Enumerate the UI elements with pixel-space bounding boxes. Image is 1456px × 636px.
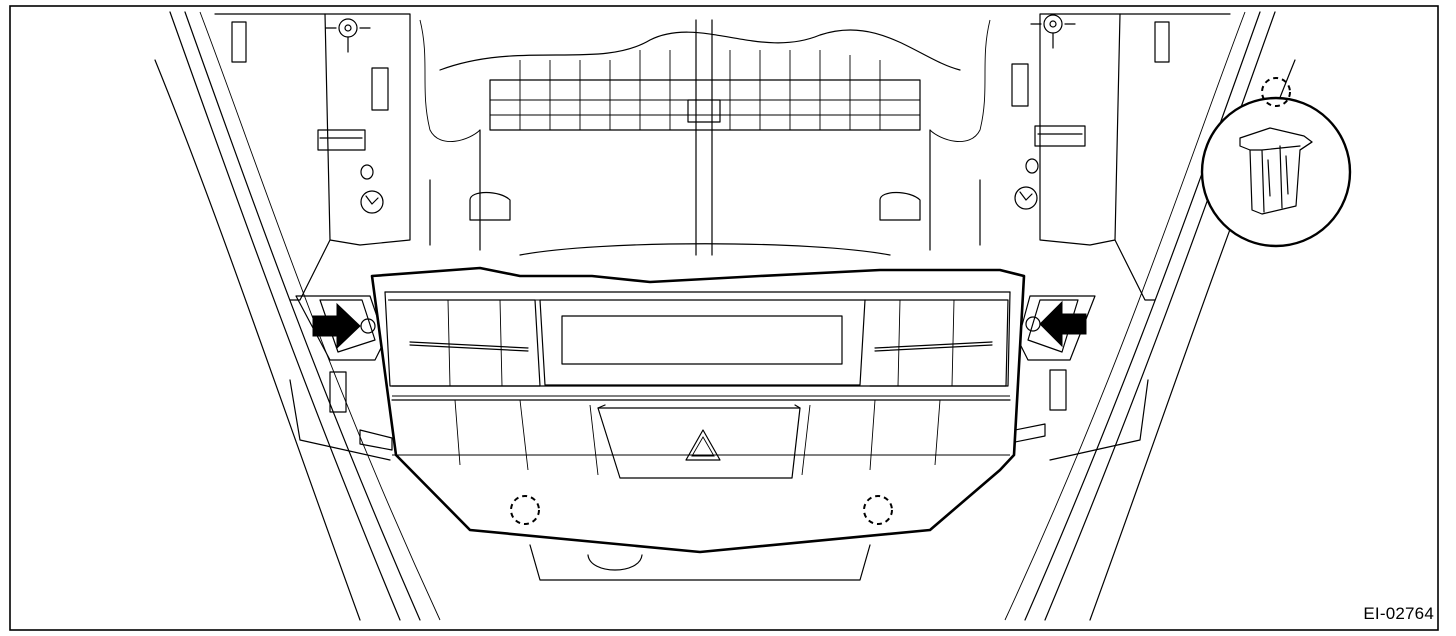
hidden-clip-right <box>863 495 893 525</box>
clip-location-marker <box>1261 77 1291 107</box>
figure-id-label: EI-02764 <box>1363 604 1434 623</box>
clip-icon <box>1239 127 1313 215</box>
control-panel <box>370 266 1026 581</box>
vent-grid <box>429 19 981 256</box>
arrow-right-icon <box>312 302 361 350</box>
hazard-triangle-icon <box>685 429 721 461</box>
console-background <box>154 11 1296 621</box>
arrow-left-icon <box>1039 300 1087 348</box>
hidden-clip-left <box>510 495 540 525</box>
clip-detail-inset <box>1200 77 1352 248</box>
